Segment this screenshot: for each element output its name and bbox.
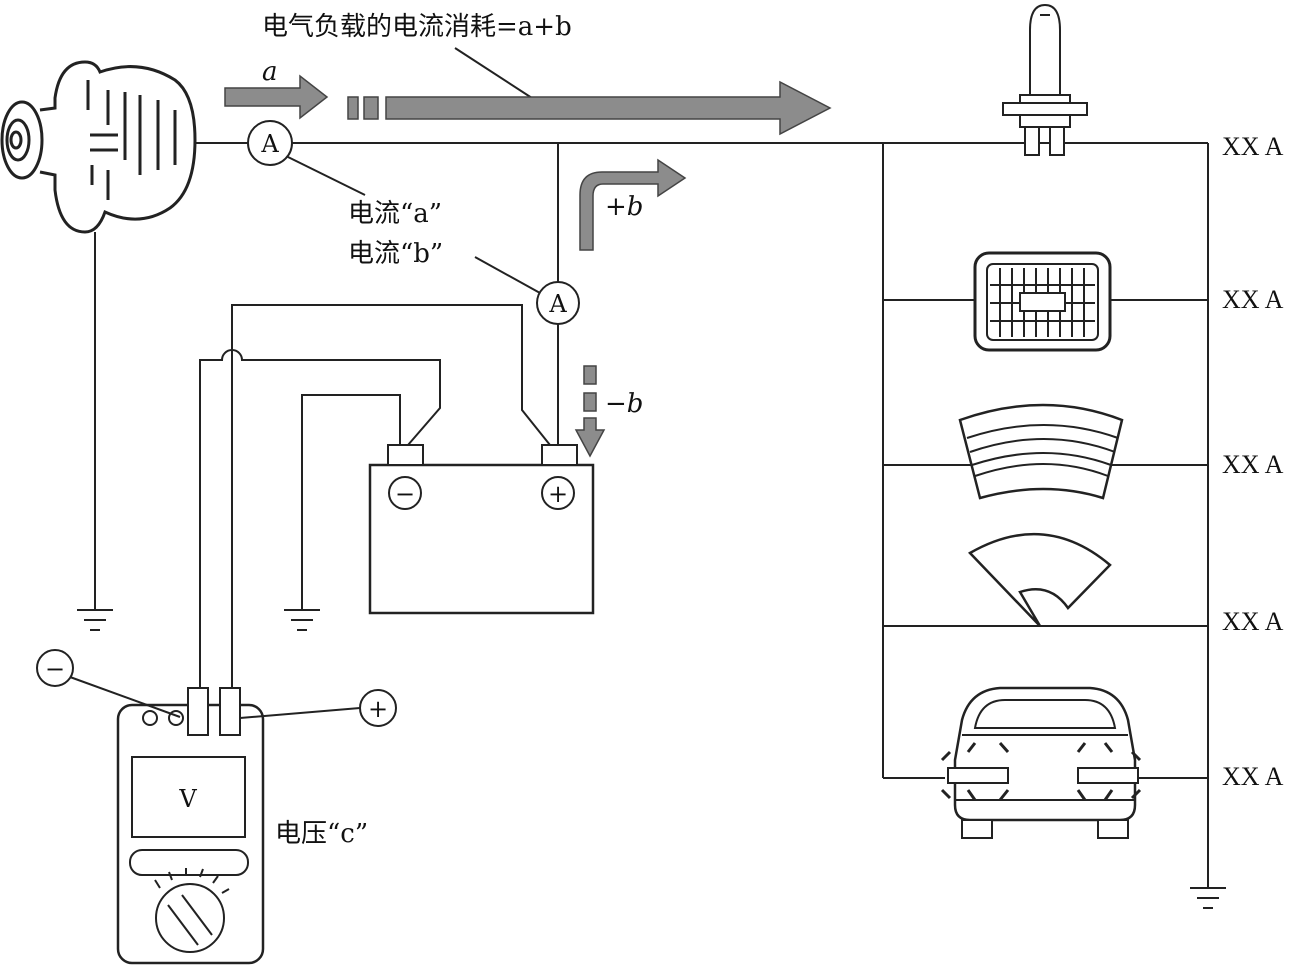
arrow-minus-b-label: −b	[605, 389, 643, 419]
load-reading-4: XX A	[1222, 607, 1284, 636]
voltmeter-plus-lead	[231, 304, 551, 690]
arrow-a	[224, 74, 329, 120]
voltage-c-label: 电压“c”	[275, 819, 368, 849]
load-car-lights	[940, 686, 1142, 839]
battery-plus-symbol: +	[548, 480, 568, 508]
battery: − +	[368, 444, 595, 615]
alternator	[0, 60, 197, 234]
ammeter-a: A	[247, 120, 293, 166]
load-rear-defogger	[958, 403, 1124, 500]
current-a-label: 电流“a”	[348, 199, 442, 229]
voltmeter-minus-callout: −	[36, 649, 181, 718]
current-a-leader	[287, 156, 366, 196]
current-b-leader	[474, 256, 541, 294]
ground-symbol-loads	[1190, 887, 1226, 909]
load-headlamp-bulb	[1002, 3, 1088, 156]
svg-text:+: +	[368, 695, 388, 723]
svg-text:A: A	[548, 290, 567, 318]
ammeter-b: A	[536, 281, 580, 325]
battery-minus-symbol: −	[395, 480, 415, 508]
arrow-total-current	[347, 80, 832, 136]
load-wiper	[967, 532, 1112, 627]
ground-symbol-alternator	[77, 609, 113, 631]
voltmeter: V	[116, 687, 265, 965]
title: 电气负载的电流消耗=a+b	[262, 12, 572, 42]
arrow-plus-b-label: +b	[605, 192, 643, 222]
arrow-minus-b	[574, 365, 606, 458]
load-reading-3: XX A	[1222, 450, 1284, 479]
current-b-label: 电流“b”	[348, 239, 443, 269]
voltmeter-plus-callout: +	[239, 689, 397, 727]
svg-text:−: −	[45, 655, 65, 683]
svg-text:A: A	[260, 130, 279, 158]
load-headlight-lamp	[973, 251, 1112, 352]
arrow-plus-b	[579, 158, 687, 251]
voltmeter-minus-lead	[199, 349, 441, 690]
battery-ground-wire	[301, 394, 401, 610]
load-reading-2: XX A	[1222, 285, 1284, 314]
arrow-a-label: a	[262, 57, 278, 87]
ground-symbol-battery	[284, 609, 320, 631]
title-leader	[454, 47, 536, 101]
load-reading-1: XX A	[1222, 132, 1284, 161]
load-reading-5: XX A	[1222, 762, 1284, 791]
voltmeter-symbol: V	[178, 785, 197, 813]
